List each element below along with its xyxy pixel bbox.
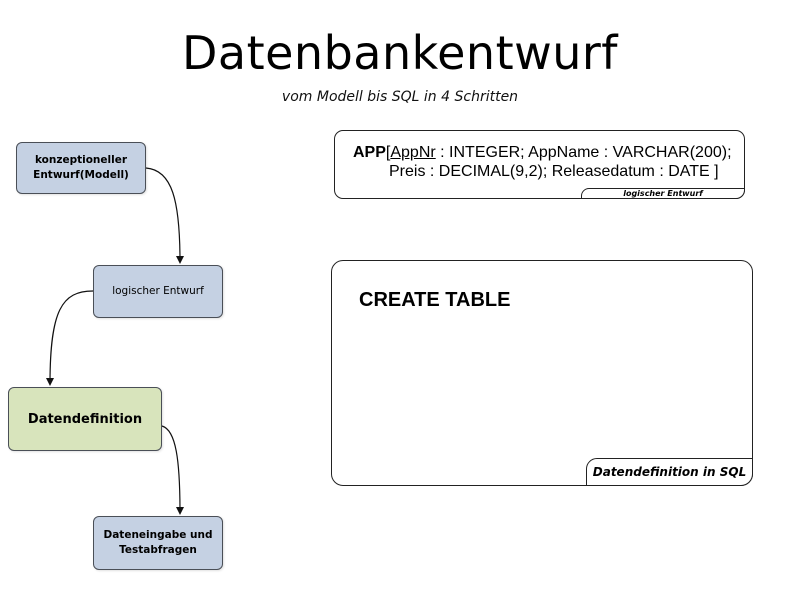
step-conceptual-design: konzeptioneller Entwurf(Modell) [16,142,146,194]
logical-schema-box: APP[AppNr : INTEGER; AppName : VARCHAR(2… [334,130,745,199]
schema-line-1: APP[AppNr : INTEGER; AppName : VARCHAR(2… [353,143,732,162]
sql-box-tag: Datendefinition in SQL [586,458,753,486]
arrow-step2-to-step3 [46,290,94,386]
step-label: Dateneingabe und Testabfragen [103,529,213,556]
page-title: Datenbankentwurf [181,26,618,80]
primary-key-attribute: AppNr [390,144,436,161]
attributes-line-1: : INTEGER; AppName : VARCHAR(200); [435,144,732,161]
step-data-input-test-queries: Dateneingabe und Testabfragen [93,516,223,570]
page-subtitle: vom Modell bis SQL in 4 Schritten [281,89,519,105]
schema-line-2: Preis : DECIMAL(9,2); Releasedatum : DAT… [389,163,719,180]
step-label: logischer Entwurf [112,285,204,297]
step-label: konzeptioneller Entwurf(Modell) [33,154,129,181]
step-logical-design: logischer Entwurf [93,265,223,318]
open-bracket: [ [385,144,391,161]
sql-code: CREATE TABLE [359,289,511,311]
sql-definition-box: CREATE TABLE Datendefinition in SQL [331,260,753,486]
step-label: Datendefinition [27,411,143,427]
arrow-step3-to-step4 [161,425,184,515]
schema-box-tag: logischer Entwurf [581,188,745,199]
arrow-step1-to-step2 [145,167,184,264]
step-data-definition: Datendefinition [8,387,162,451]
relation-name: APP [353,144,386,161]
